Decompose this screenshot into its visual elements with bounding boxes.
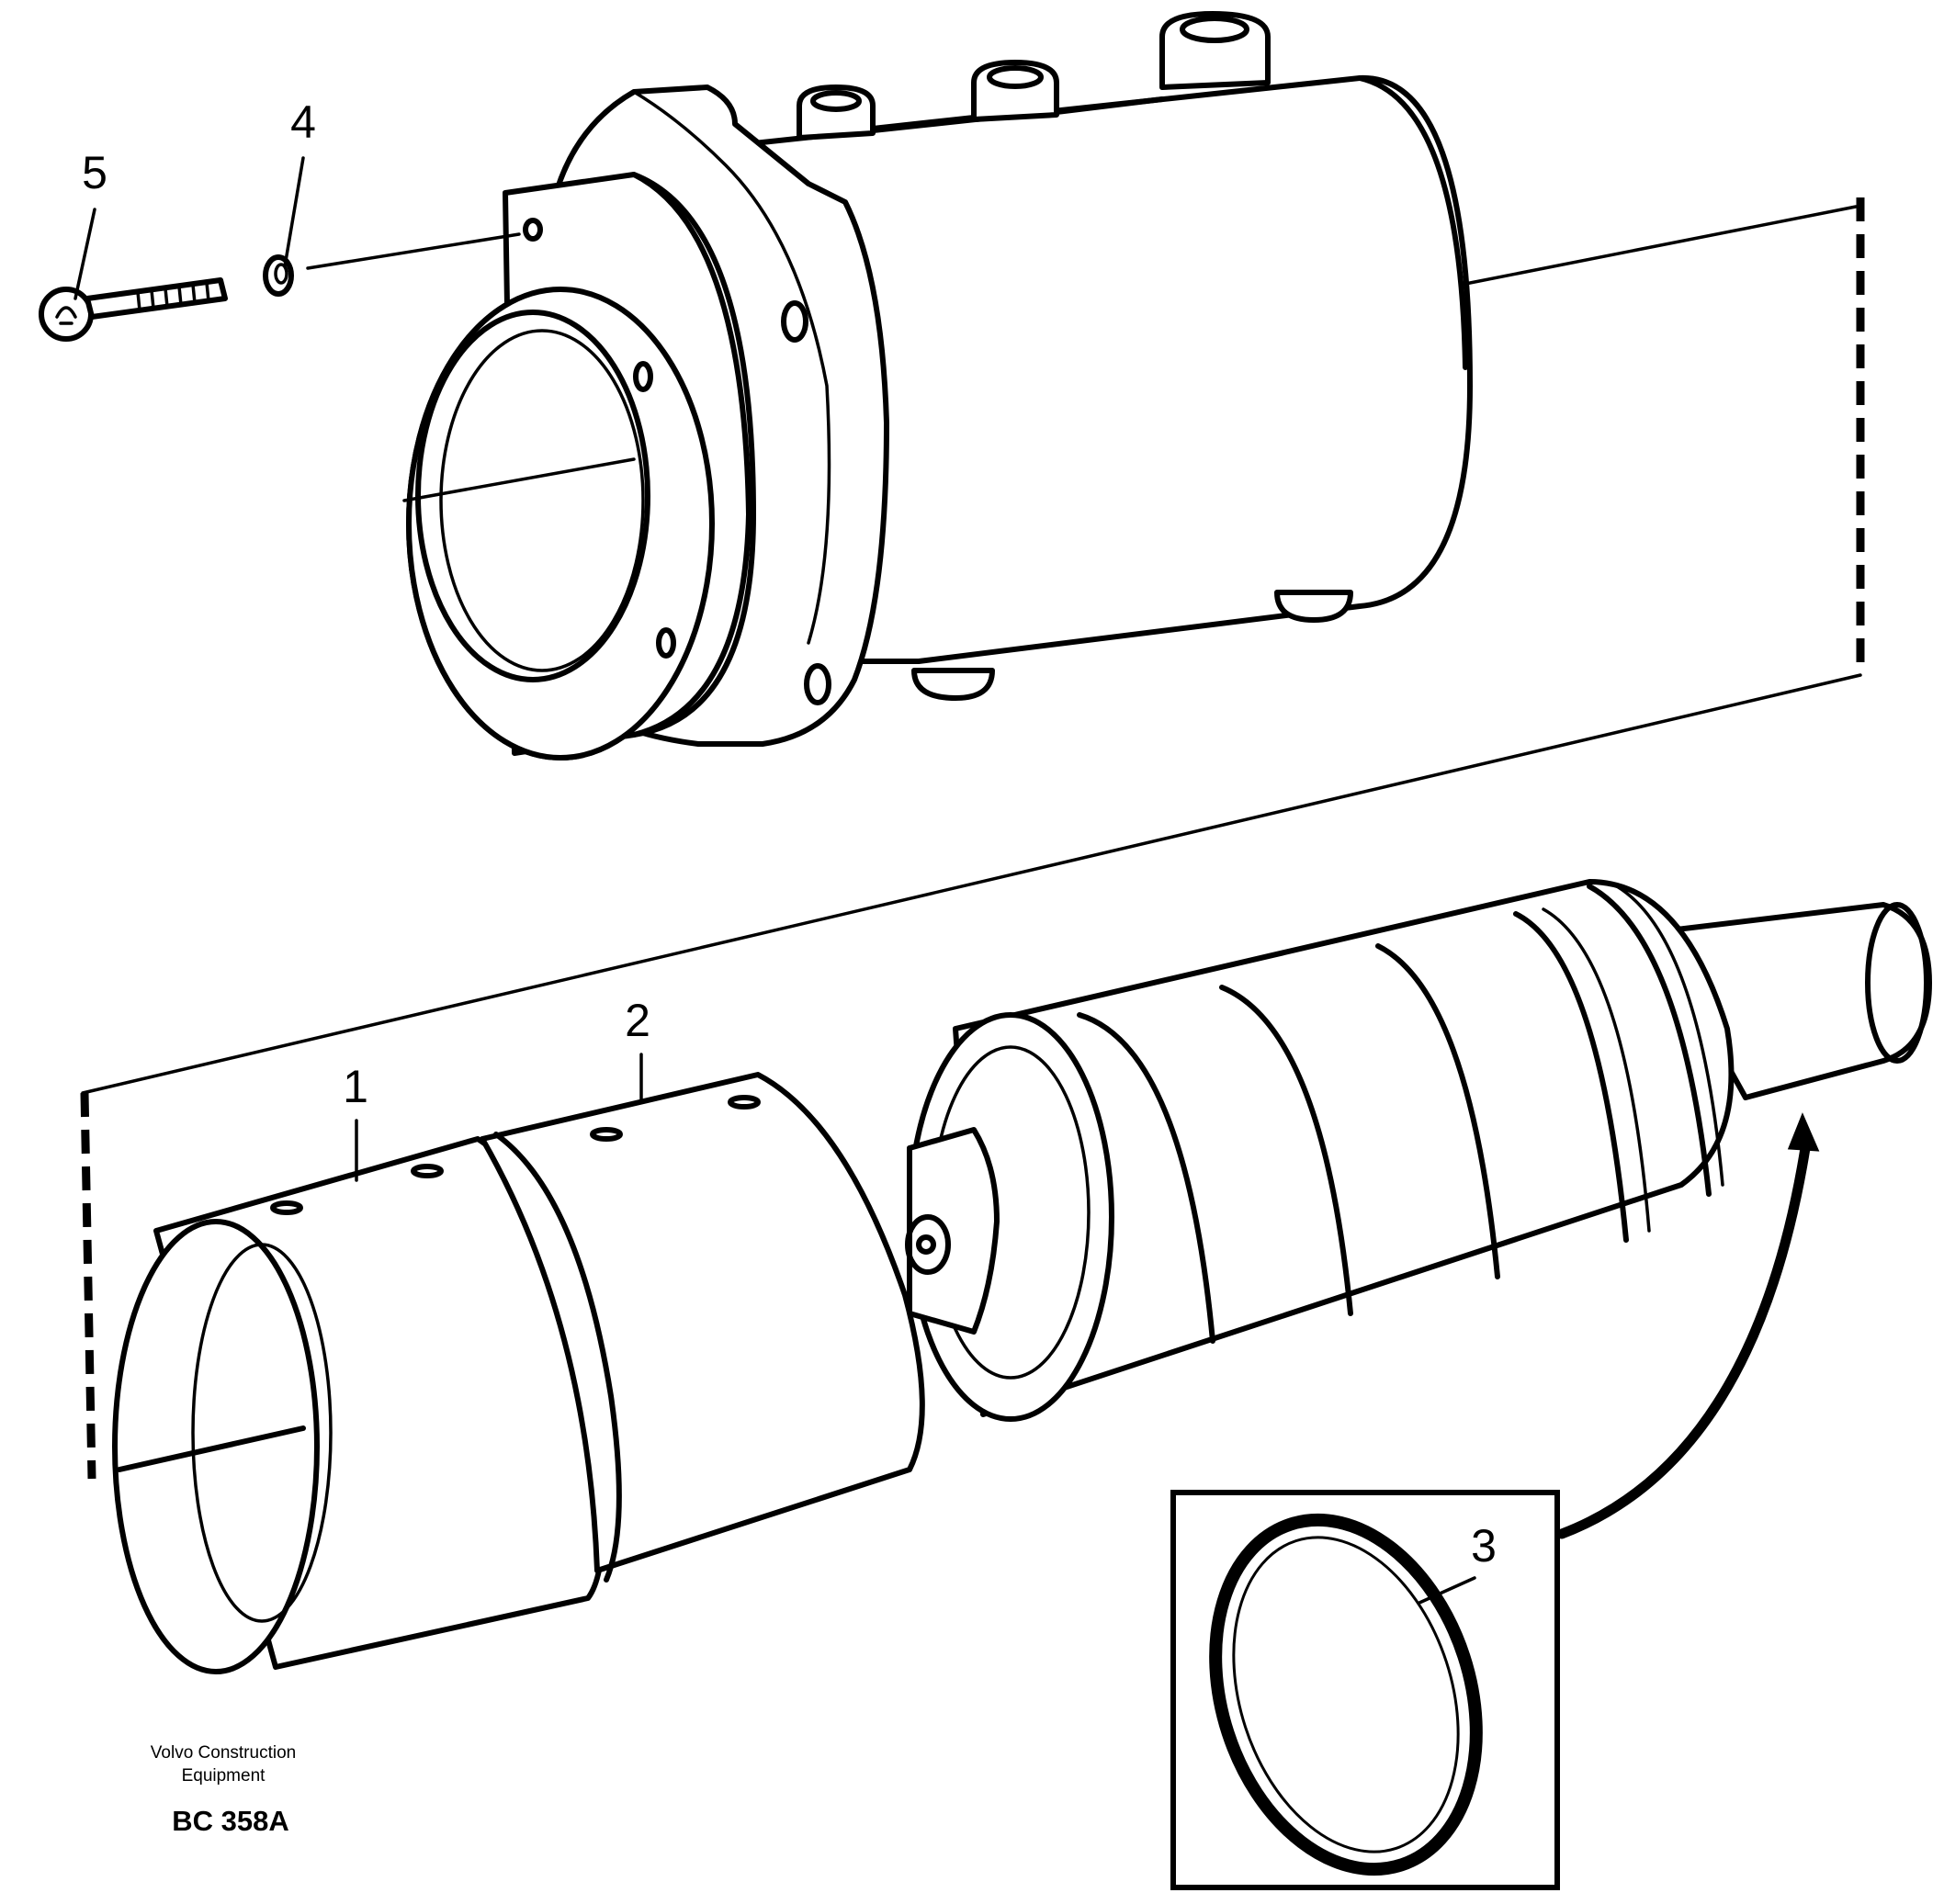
washer-part-4	[263, 254, 294, 297]
callout-label-1: 1	[343, 1061, 368, 1112]
callout-2: 2	[625, 995, 650, 1104]
callout-1: 1	[343, 1061, 368, 1182]
screw-part-5	[39, 277, 228, 342]
callout-5: 5	[73, 147, 107, 300]
callout-4: 4	[283, 96, 316, 268]
cylinder-housing	[402, 11, 1858, 760]
callout-label-3: 3	[1471, 1520, 1497, 1572]
piston-rod	[905, 879, 1932, 1422]
screw-assembly-line	[306, 232, 521, 270]
callout-label-4: 4	[290, 96, 316, 148]
figure-code: BC 358A	[172, 1805, 289, 1837]
seal-ring-part-3	[1209, 1513, 1483, 1876]
detail-arrow	[1556, 1112, 1820, 1539]
credit-line-1: Volvo Construction	[151, 1743, 296, 1763]
sleeve-part-2	[480, 1072, 925, 1583]
seal-detail-box: 3	[1170, 1490, 1560, 1890]
publisher-credit: Volvo Construction Equipment BC 358A	[151, 1743, 296, 1837]
callout-label-2: 2	[625, 995, 650, 1046]
sleeve-part-1	[112, 1136, 606, 1674]
credit-line-2: Equipment	[182, 1766, 266, 1786]
assembly-bracket	[80, 197, 1865, 1480]
callout-label-5: 5	[82, 147, 107, 198]
